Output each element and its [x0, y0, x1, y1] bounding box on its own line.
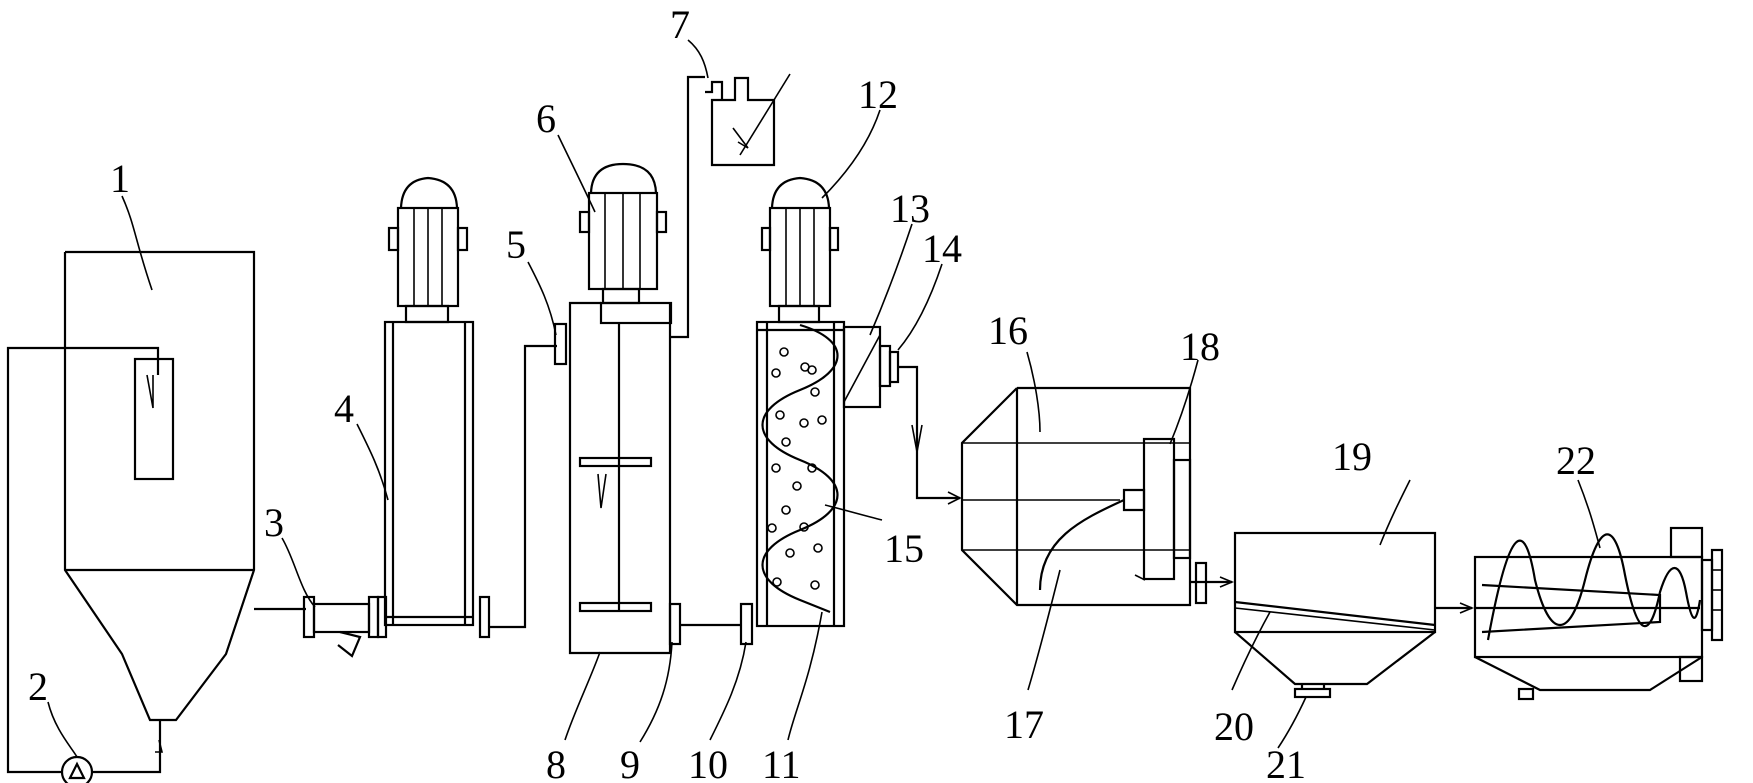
vibrating-screen-19 — [1233, 531, 1437, 699]
pipe-to-screen-19 — [1190, 561, 1235, 605]
vertical-tank-4 — [376, 176, 491, 639]
label-4: 4 — [334, 386, 354, 431]
label-17: 17 — [1004, 702, 1044, 747]
mixing-tank-8 — [568, 162, 682, 655]
leader-lines — [47, 39, 1601, 758]
dosing-tank-7 — [670, 73, 791, 339]
pipe-tank8-to-tank11 — [680, 602, 754, 646]
label-14: 14 — [922, 226, 962, 271]
label-5: 5 — [506, 222, 526, 267]
label-12: 12 — [858, 72, 898, 117]
label-7: 7 — [670, 2, 690, 47]
drum-separator-16 — [960, 386, 1192, 607]
label-9: 9 — [620, 742, 640, 783]
pipe-to-drum-16 — [898, 365, 962, 505]
label-20: 20 — [1214, 704, 1254, 749]
inline-feeder — [302, 595, 380, 658]
label-10: 10 — [688, 742, 728, 783]
number-labels: 1 2 3 4 5 6 7 8 9 10 11 12 13 14 15 16 1… — [28, 2, 1596, 783]
label-1: 1 — [110, 156, 130, 201]
label-15: 15 — [884, 526, 924, 571]
label-19: 19 — [1332, 434, 1372, 479]
outlet-box-13 — [842, 325, 900, 409]
spiral-tank-11 — [755, 176, 846, 628]
label-22: 22 — [1556, 438, 1596, 483]
label-18: 18 — [1180, 324, 1220, 369]
label-11: 11 — [762, 742, 801, 783]
storage-tank — [63, 250, 256, 722]
label-2: 2 — [28, 664, 48, 709]
label-8: 8 — [546, 742, 566, 783]
label-16: 16 — [988, 308, 1028, 353]
bubble-markers — [767, 347, 827, 590]
pipe-tank4-to-tank8 — [489, 322, 568, 629]
pipe-to-screw-22 — [1435, 602, 1475, 614]
label-21: 21 — [1266, 742, 1306, 783]
label-13: 13 — [890, 186, 930, 231]
label-3: 3 — [264, 500, 284, 545]
label-6: 6 — [536, 96, 556, 141]
recirculation-loop — [6, 346, 164, 783]
screw-conveyor-22 — [1473, 526, 1724, 701]
